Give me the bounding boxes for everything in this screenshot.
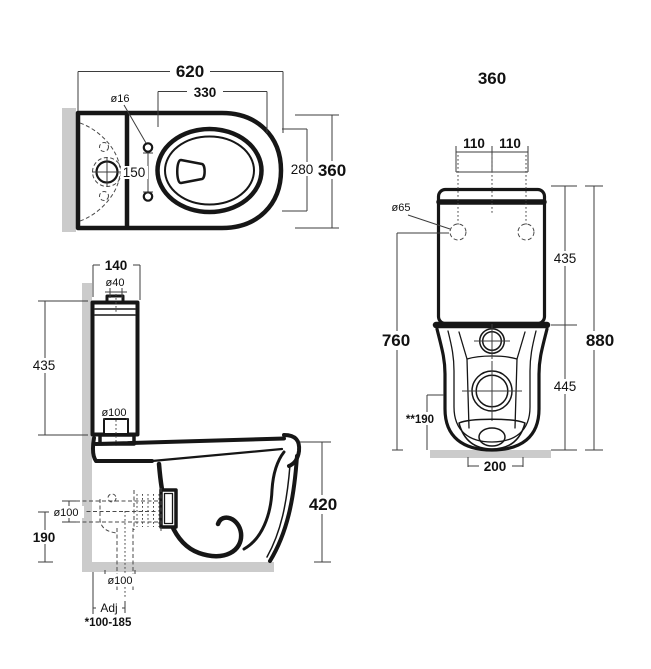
front-inlet-hole-dia-label: ø65 [392,202,411,214]
front-floor-surface [430,450,551,458]
side-inlet-dia-label: ø40 [106,277,125,289]
front-cistern-height-label: 435 [554,251,577,266]
side-cistern-outline [90,294,140,448]
side-outlet-dia-label: ø100 [53,507,78,519]
side-cistern-depth-label: 140 [105,258,128,273]
front-bowl-height-label: 445 [554,379,577,394]
front-inlet-height-label: 760 [382,331,410,350]
side-outlet-height-label: 190 [33,530,56,545]
plan-seat-hole-bottom [142,191,154,202]
front-inlet-offset-right-label: 110 [499,136,521,151]
side-bowl-outline [90,433,302,563]
side-floor-surface [82,562,274,572]
plan-seat-length-label: 330 [194,85,217,100]
front-overall-width-label: 360 [478,69,506,88]
plan-cistern-details [79,122,122,222]
plan-seat-hole-top [142,142,154,153]
plan-overall-length-label: 620 [176,62,204,81]
plan-view: 620 330 ø16 150 280 360 [62,62,351,232]
side-flush-pipe-dia-label: ø100 [101,407,126,419]
side-adjust-label: Adj [100,601,117,615]
side-view: 140 ø40 435 ø100 ø100 190 420 ø100 Adj *… [28,257,343,629]
front-overall-height-label: 880 [586,331,614,350]
front-dimension-lines [392,146,603,467]
front-fixing-height-label: **190 [406,414,434,426]
plan-overall-width-label: 360 [318,161,346,180]
side-wall-surface [82,283,92,565]
front-bowl-outline [435,324,549,452]
front-cistern-outline [432,187,551,329]
plan-flush-opening [176,158,206,185]
plan-seat-hole-dia-label: ø16 [111,93,130,105]
front-inlet-offset-left-label: 110 [463,136,485,151]
side-cistern-height-label: 435 [33,358,56,373]
plan-dimension-lines [77,71,339,229]
plan-inner-width-label: 280 [291,162,314,177]
side-adjust-range-label: *100-185 [85,617,132,629]
side-floor-outlet-dia-label: ø100 [107,575,132,587]
side-outlet-spigot [159,488,178,529]
plan-seat-hole-spacing-label: 150 [123,165,146,180]
front-base-width-label: 200 [484,459,507,474]
plan-wall-surface [62,108,76,232]
front-view: 360 110 110 ø65 435 760 880 445 **190 20… [378,69,619,474]
side-seat-height-label: 420 [309,495,337,514]
